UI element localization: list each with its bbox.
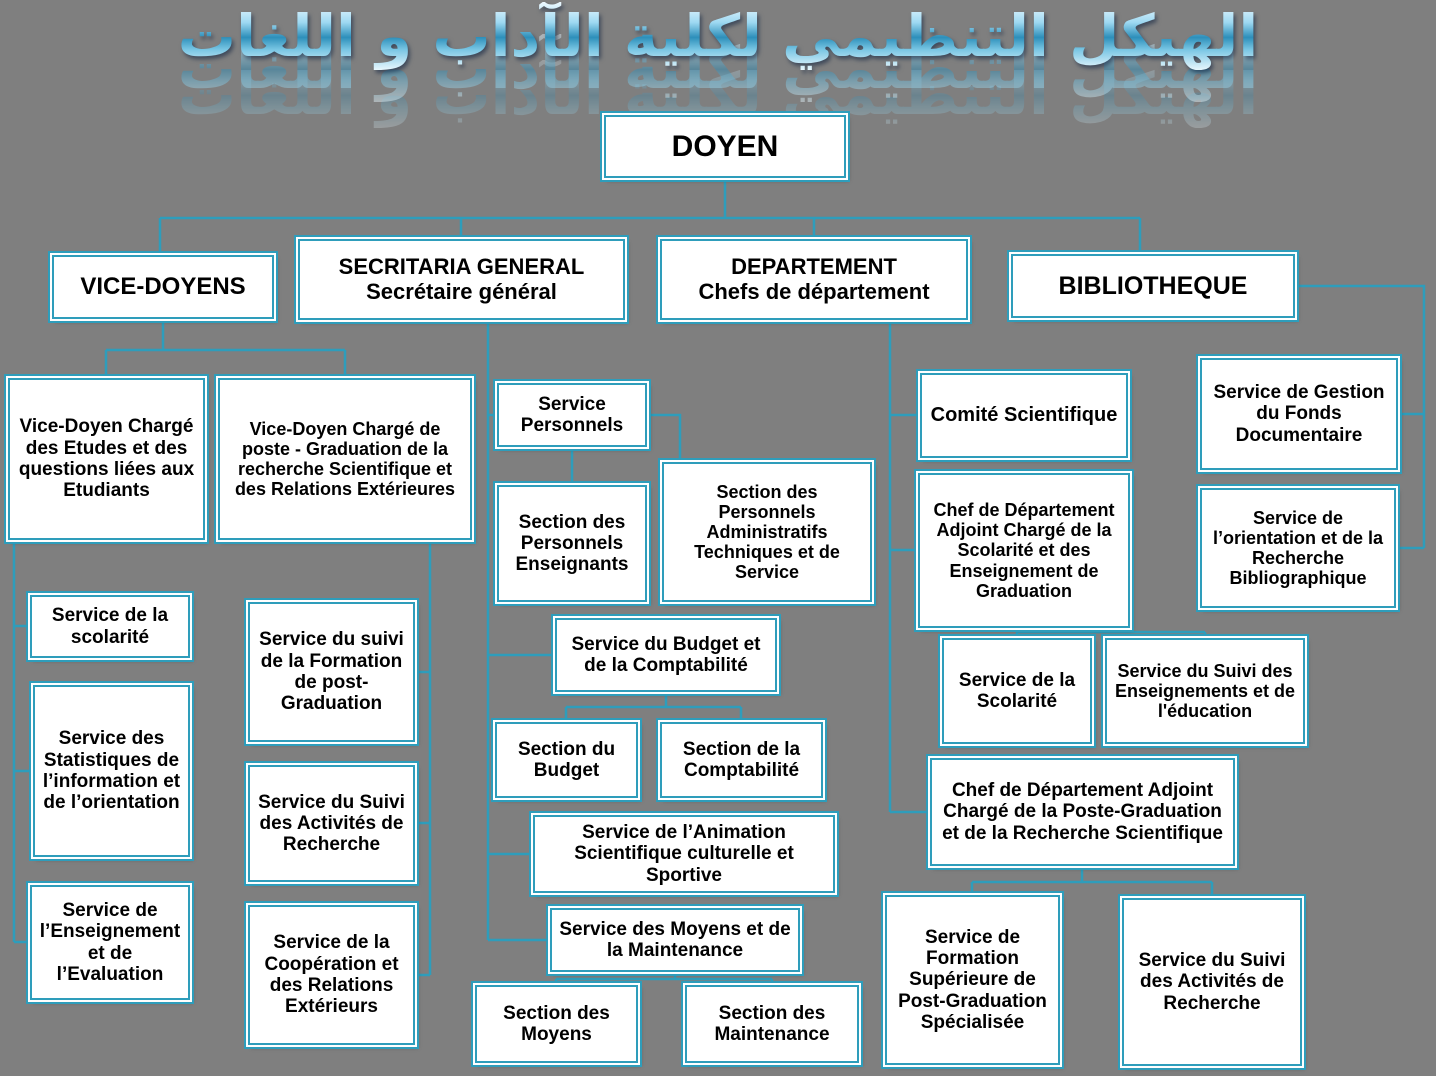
- chef-adjoint-postgraduation-box: Chef de Département Adjoint Chargé de la…: [930, 758, 1235, 866]
- vice-doyen-postgraduation-box: Vice-Doyen Chargé de poste - Graduation …: [218, 378, 472, 540]
- service-statistiques-box: Service des Statistiques de l’informatio…: [33, 685, 190, 857]
- chart-title-arabic: الهيكل التنظيمي لكلية الآداب و اللغات: [0, 2, 1436, 70]
- vice-doyens-box: VICE-DOYENS: [52, 255, 274, 319]
- service-personnels-box: Service Personnels: [497, 383, 647, 447]
- section-comptabilite-box: Section de la Comptabilité: [660, 722, 823, 798]
- service-enseignement-evaluation-box: Service de l’Enseignement et de l’Evalua…: [30, 885, 190, 1000]
- service-departement-scolarite-box: Service de la Scolarité: [942, 638, 1092, 744]
- comite-scientifique-box: Comité Scientifique: [920, 373, 1128, 458]
- secretariat-general-title: SECRITARIA GENERAL: [338, 253, 585, 279]
- chart-title-echo: الهيكل التنظيمي لكلية الآداب و اللغات: [0, 34, 1436, 102]
- section-maintenance-box: Section des Maintenance: [685, 985, 859, 1063]
- doyen-box: DOYEN: [604, 115, 846, 178]
- service-scolarite-box: Service de la scolarité: [30, 595, 190, 658]
- section-personnels-enseignants-box: Section des Personnels Enseignants: [497, 485, 647, 602]
- chart-title: الهيكل التنظيمي لكلية الآداب و اللغات ال…: [0, 0, 1436, 128]
- service-fonds-documentaire-box: Service de Gestion du Fonds Documentaire: [1200, 358, 1398, 470]
- service-orientation-bibliographique-box: Service de l’orientation et de la Recher…: [1200, 488, 1396, 608]
- service-cooperation-box: Service de la Coopération et des Relatio…: [248, 905, 415, 1045]
- service-suivi-recherche-box: Service du Suivi des Activités de Recher…: [1122, 898, 1302, 1066]
- vice-doyen-etudes-box: Vice-Doyen Chargé des Etudes et des ques…: [8, 378, 205, 540]
- service-suivi-activites-box: Service du Suivi des Activités de Recher…: [248, 765, 415, 882]
- service-suivi-formation-box: Service du suivi de la Formation de post…: [248, 602, 415, 742]
- departement-subtitle: Chefs de département: [698, 278, 930, 304]
- bibliotheque-box: BIBLIOTHEQUE: [1011, 254, 1295, 318]
- service-animation-box: Service de l’Animation Scientifique cult…: [533, 815, 835, 893]
- service-budget-comptabilite-box: Service du Budget et de la Comptabilité: [555, 618, 777, 692]
- secretariat-general-box: SECRITARIA GENERAL Secrétaire général: [298, 239, 625, 320]
- service-formation-superieure-box: Service de Formation Supérieure de Post-…: [885, 895, 1060, 1065]
- service-suivi-enseignements-box: Service du Suivi des Enseignements et de…: [1105, 638, 1305, 744]
- section-moyens-box: Section des Moyens: [475, 985, 638, 1063]
- departement-box: DEPARTEMENT Chefs de département: [660, 239, 968, 320]
- secretariat-general-subtitle: Secrétaire général: [366, 278, 557, 304]
- section-personnels-administratifs-box: Section des Personnels Administratifs Te…: [662, 462, 872, 602]
- service-moyens-maintenance-box: Service des Moyens et de la Maintenance: [550, 908, 800, 972]
- section-budget-box: Section du Budget: [495, 722, 638, 798]
- chef-adjoint-scolarite-box: Chef de Département Adjoint Chargé de la…: [918, 473, 1130, 628]
- departement-title: DEPARTEMENT: [731, 253, 897, 279]
